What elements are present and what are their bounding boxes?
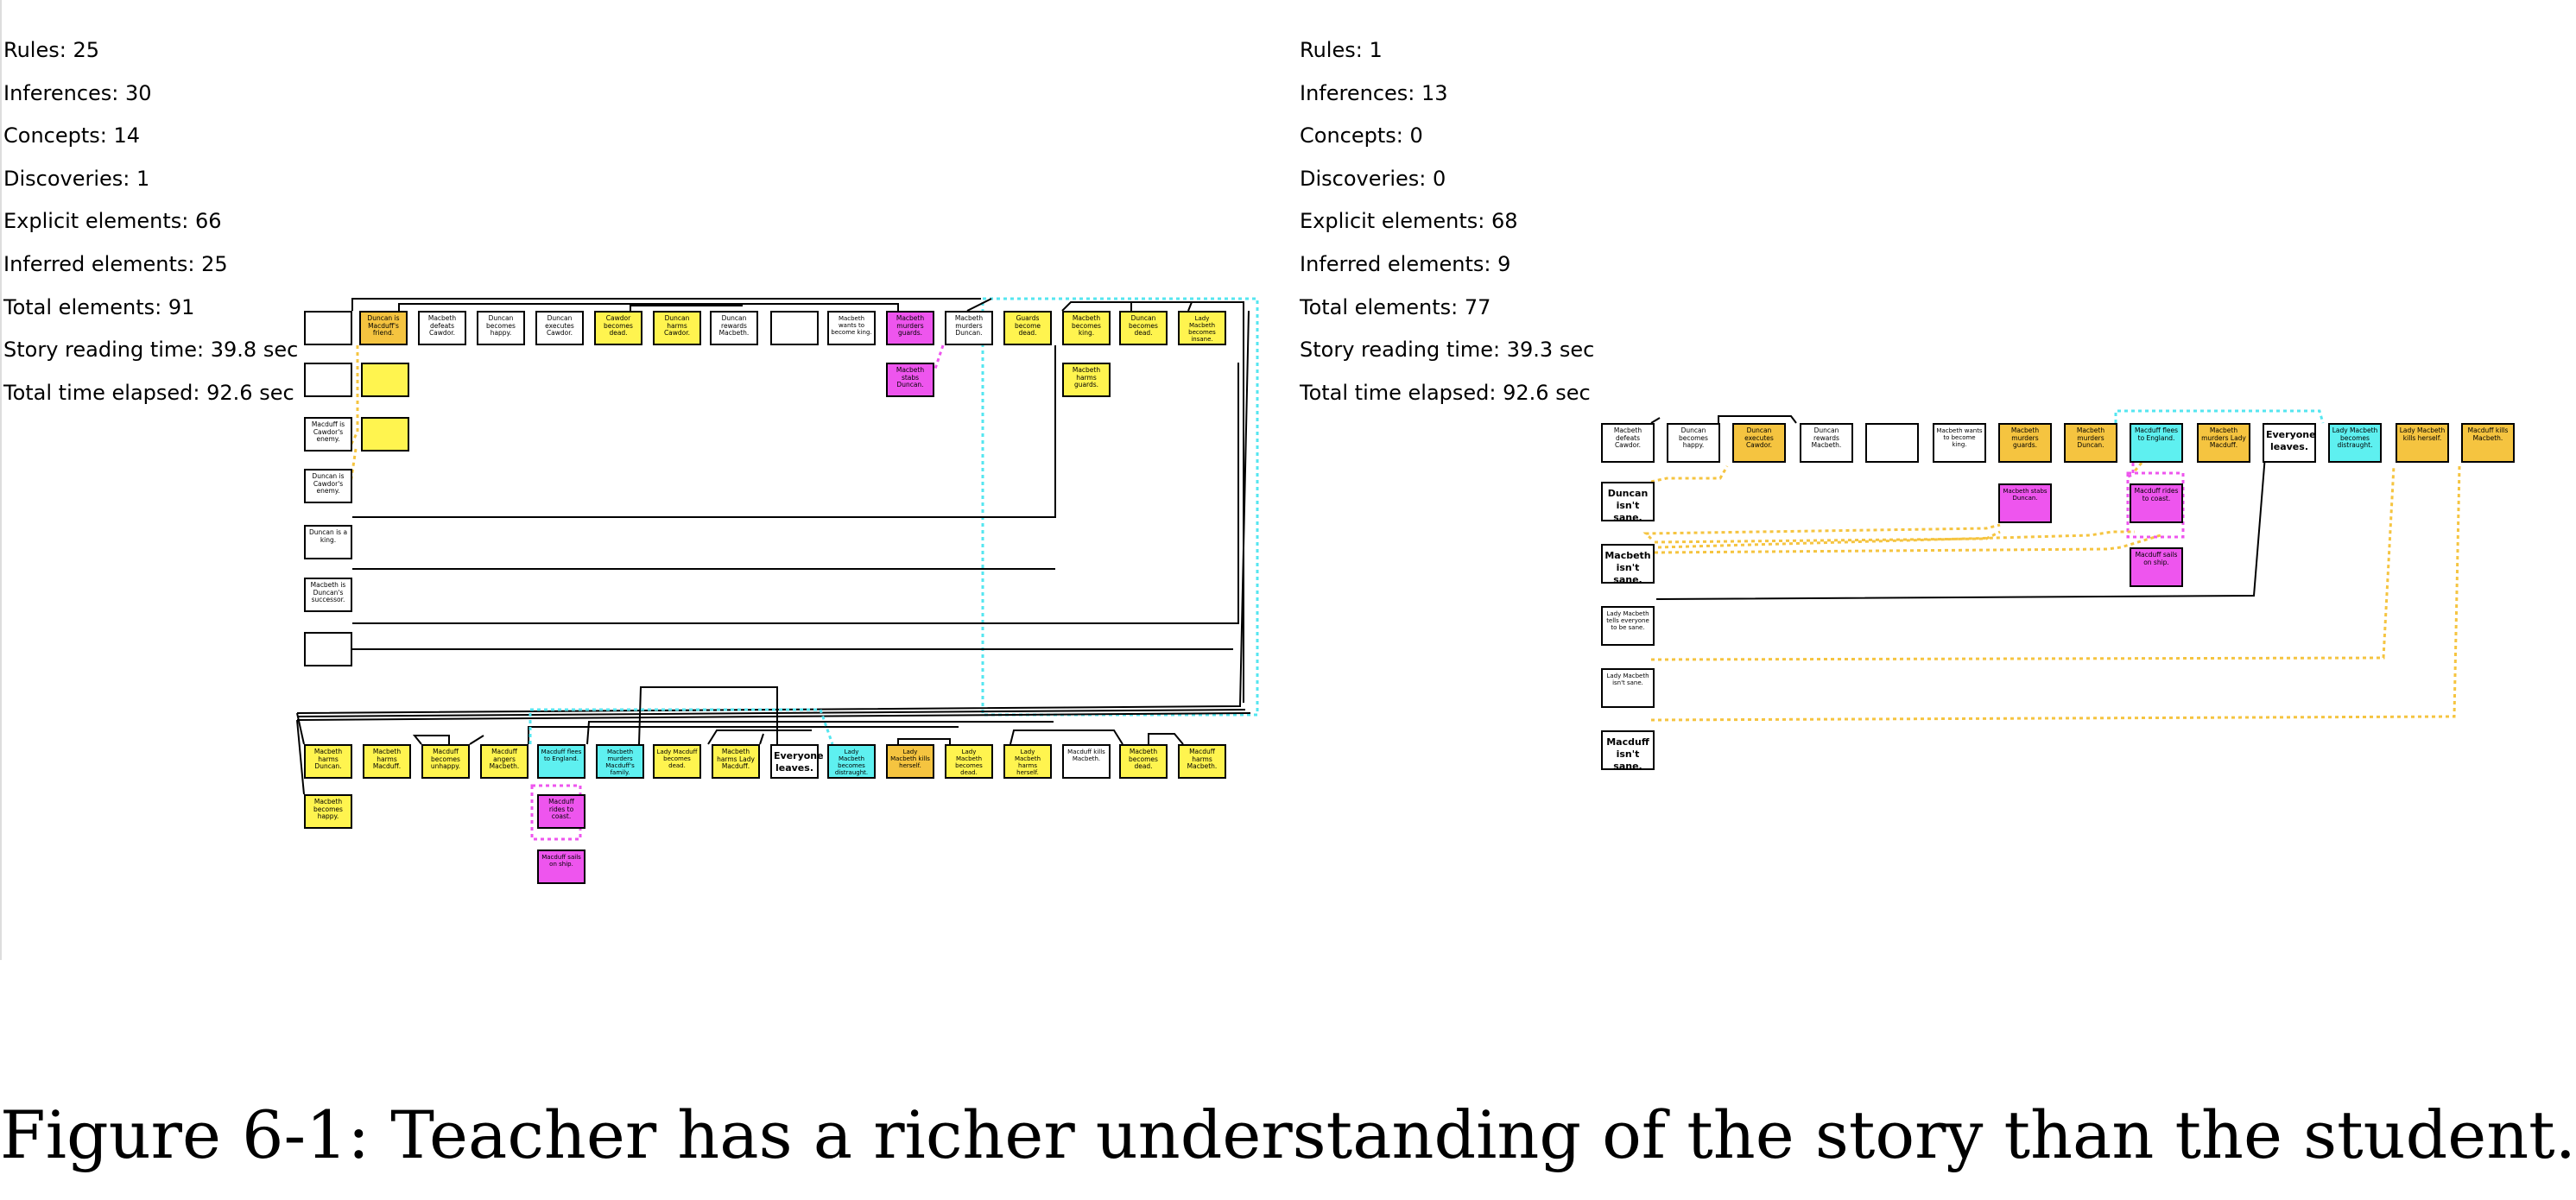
student-node: Lady Macbeth becomes distraught. (2328, 423, 2382, 463)
student-cyan-links (2114, 409, 2325, 424)
teacher-node: Macbeth harms Duncan. (304, 744, 352, 779)
teacher-node: Macbeth harms Lady Macduff. (712, 744, 760, 779)
student-orange-links (1642, 462, 2461, 722)
stat-total-elements: Total elements: 77 (1300, 294, 1491, 319)
teacher-node: Macbeth murders Macduff's family. (596, 744, 644, 779)
stat-inferences: Inferences: 13 (1300, 80, 1448, 105)
teacher-node: Duncan is Macduff's friend. (359, 311, 408, 345)
stat-rules: Rules: 25 (3, 38, 99, 62)
teacher-node: Lady Macbeth becomes dead. (945, 744, 993, 779)
teacher-node: Lady Macbeth becomes distraught. (827, 744, 876, 779)
teacher-node: Duncan rewards Macbeth. (710, 311, 758, 345)
student-node: Macduff sails on ship. (2130, 547, 2183, 587)
student-node: Macduff flees to England. (2130, 423, 2183, 463)
stat-inferred-elements: Inferred elements: 25 (3, 251, 228, 276)
teacher-node: Macbeth murders guards. (886, 311, 934, 345)
teacher-node: Duncan harms Cawdor. (653, 311, 701, 345)
teacher-node: Macbeth becomes king. (1062, 311, 1111, 345)
student-node: Macbeth murders Duncan. (2064, 423, 2117, 463)
stat-explicit-elements: Explicit elements: 66 (3, 209, 222, 234)
student-node: Macduff isn't sane. (1601, 730, 1655, 772)
teacher-node: Duncan is Cawdor's enemy. (304, 469, 352, 503)
teacher-node: Macbeth wants to become king. (827, 311, 876, 345)
teacher-node: Macbeth becomes dead. (1119, 744, 1168, 779)
student-node: Duncan executes Cawdor. (1732, 423, 1786, 463)
teacher-node: Lady Macduff becomes dead. (653, 744, 701, 779)
teacher-node: Macduff flees to England. (537, 744, 585, 779)
teacher-cyan-frame (981, 297, 1259, 717)
student-magenta-links (2126, 463, 2185, 539)
teacher-node: Macduff angers Macbeth. (480, 744, 528, 779)
teacher-node: Duncan becomes dead. (1119, 311, 1168, 345)
teacher-magenta-links (530, 344, 945, 841)
stat-rules: Rules: 1 (1300, 38, 1383, 62)
stat-concepts: Concepts: 14 (3, 123, 141, 148)
teacher-node: Duncan executes Cawdor. (535, 311, 584, 345)
teacher-node: Macduff becomes unhappy. (421, 744, 470, 779)
teacher-node: Lady Macbeth kills herself. (886, 744, 934, 779)
teacher-node: Macduff rides to coast. (537, 794, 585, 829)
teacher-node: Macbeth harms guards. (1062, 363, 1111, 397)
student-node: Duncan isn't sane. (1601, 482, 1655, 523)
student-stats: Rules: 1 Inferences: 13 Concepts: 0 Disc… (1300, 29, 1594, 414)
teacher-node (361, 363, 409, 397)
teacher-node: Macbeth murders Duncan. (945, 311, 993, 345)
student-node: Macbeth murders Lady Macduff. (2197, 423, 2250, 463)
student-node: Macbeth stabs Duncan. (1998, 483, 2052, 523)
stat-inferences: Inferences: 30 (3, 80, 152, 105)
teacher-node (304, 311, 352, 345)
teacher-node: Lady Macbeth harms herself. (1003, 744, 1052, 779)
teacher-stats: Rules: 25 Inferences: 30 Concepts: 14 Di… (3, 29, 298, 414)
teacher-node: Guards become dead. (1003, 311, 1052, 345)
stat-discoveries: Discoveries: 0 (1300, 166, 1446, 191)
stat-inferred-elements: Inferred elements: 9 (1300, 251, 1511, 276)
teacher-node: Everyone leaves. (770, 744, 824, 779)
student-node: Macduff rides to coast. (2130, 483, 2183, 523)
teacher-node (304, 632, 352, 666)
student-node: Macduff kills Macbeth. (2461, 423, 2515, 463)
student-node: Lady Macbeth tells everyone to be sane. (1601, 606, 1655, 646)
stat-reading-time: Story reading time: 39.3 sec (1300, 338, 1595, 363)
teacher-node: Macduff harms Macbeth. (1178, 744, 1226, 779)
figure-caption: Figure 6-1: Teacher has a richer underst… (0, 1096, 2576, 1173)
student-solid-links (1650, 415, 2269, 600)
teacher-node: Macbeth defeats Cawdor. (418, 311, 466, 345)
teacher-cyan-links (528, 708, 834, 745)
student-node: Lady Macbeth isn't sane. (1601, 668, 1655, 708)
student-node (1865, 423, 1919, 463)
stat-explicit-elements: Explicit elements: 68 (1300, 209, 1518, 234)
page-left-edge (0, 0, 2, 960)
stat-reading-time: Story reading time: 39.8 sec (3, 338, 299, 363)
teacher-node: Macbeth stabs Duncan. (886, 363, 934, 397)
teacher-node: Cawdor becomes dead. (594, 311, 642, 345)
teacher-node: Duncan becomes happy. (477, 311, 525, 345)
teacher-node: Macduff sails on ship. (537, 849, 585, 884)
stat-total-elements: Total elements: 91 (3, 294, 195, 319)
teacher-node: Lady Macbeth becomes insane. (1178, 311, 1226, 345)
teacher-node: Duncan is a king. (304, 525, 352, 559)
teacher-node: Macbeth is Duncan's successor. (304, 578, 352, 612)
student-node: Macbeth murders guards. (1998, 423, 2052, 463)
student-node: Everyone leaves. (2263, 423, 2316, 463)
stat-total-time: Total time elapsed: 92.6 sec (1300, 380, 1591, 405)
student-node: Duncan rewards Macbeth. (1800, 423, 1853, 463)
teacher-node: Macduff kills Macbeth. (1062, 744, 1111, 779)
teacher-node (361, 417, 409, 452)
student-node: Macbeth defeats Cawdor. (1601, 423, 1655, 463)
teacher-node: Macbeth harms Macduff. (363, 744, 411, 779)
teacher-solid-links (296, 298, 1251, 795)
teacher-node (770, 311, 819, 345)
stat-concepts: Concepts: 0 (1300, 123, 1423, 148)
student-node: Macbeth isn't sane. (1601, 544, 1655, 585)
teacher-node: Macduff is Cawdor's enemy. (304, 417, 352, 452)
teacher-node (304, 363, 352, 397)
stat-total-time: Total time elapsed: 92.6 sec (3, 380, 294, 405)
student-node: Duncan becomes happy. (1667, 423, 1720, 463)
stat-discoveries: Discoveries: 1 (3, 166, 150, 191)
student-node: Lady Macbeth kills herself. (2396, 423, 2449, 463)
teacher-node: Macbeth becomes happy. (304, 794, 352, 829)
student-node: Macbeth wants to become king. (1933, 423, 1986, 463)
